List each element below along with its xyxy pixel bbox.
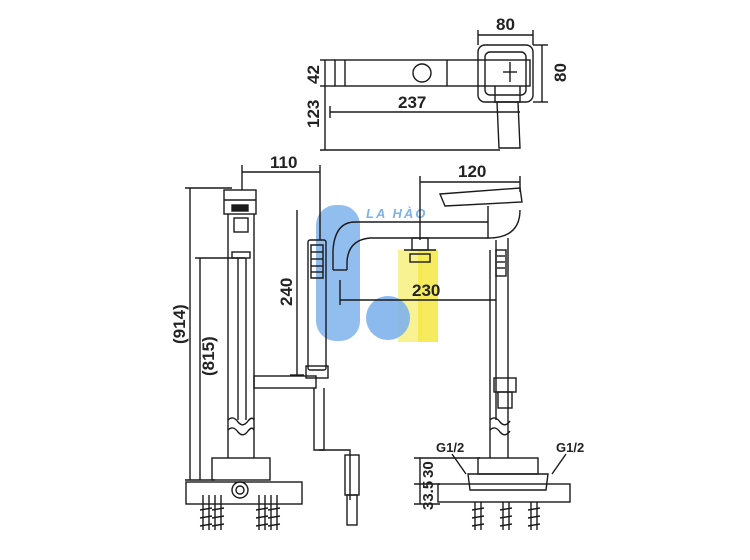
dim-42: 42 (304, 65, 323, 84)
watermark-text: LA HÀO (366, 206, 427, 221)
top-view (320, 30, 548, 151)
dim-120: 120 (458, 162, 486, 181)
dim-914: (914) (170, 304, 189, 344)
thread-g12-left: G1/2 (436, 440, 464, 455)
watermark: LA HÀO (316, 205, 438, 342)
dim-240: 240 (277, 278, 296, 306)
dim-123: 123 (304, 100, 323, 128)
thread-g12-right: G1/2 (556, 440, 584, 455)
dim-230: 230 (412, 281, 440, 300)
dim-80-right: 80 (551, 63, 570, 82)
dim-110: 110 (270, 153, 297, 172)
dim-33-5: 33.5 (420, 481, 437, 510)
right-view (332, 176, 571, 530)
dim-30: 30 (420, 461, 437, 478)
dim-815: (815) (199, 336, 218, 376)
dim-237: 237 (398, 93, 426, 112)
dim-80-top: 80 (496, 15, 515, 34)
left-view (185, 165, 360, 530)
